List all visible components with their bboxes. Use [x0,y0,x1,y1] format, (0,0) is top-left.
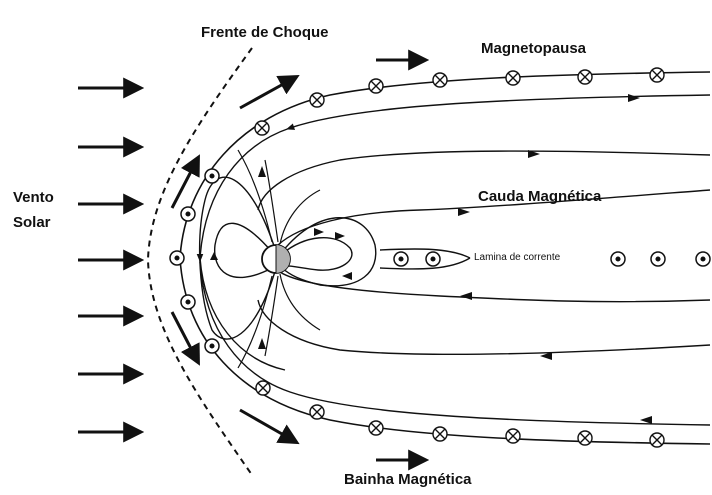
field-line-upper-1 [196,94,711,371]
current-cross-symbol [505,70,521,86]
current-sheet-upper [379,248,471,259]
current-sheet-label: Lamina de corrente [474,252,561,263]
magnetosheath-label: Bainha Magnética [344,471,472,488]
bow-shock-label: Frente de Choque [201,24,329,41]
current-cross-symbol [505,428,521,444]
dayside-loop-outer [199,176,277,340]
current-cross-symbol [368,78,384,94]
solar-wind-arrows [78,77,145,443]
current-dot-symbol [695,251,711,267]
earth-planet [261,244,291,274]
current-dot-symbol [169,250,185,266]
solar-wind-label-line2: Solar [13,214,51,231]
current-cross-symbol [309,404,325,420]
polar-field-lines [237,149,321,369]
nightside-loop-inner [281,237,353,271]
current-dot-symbol [180,206,196,222]
current-cross-symbol [577,430,593,446]
field-line-upper-2 [257,150,711,211]
current-cross-symbol [577,69,593,85]
current-cross-symbol [309,92,325,108]
current-dot-symbol [180,294,196,310]
current-cross-symbol [649,432,665,448]
current-cross-symbol [649,67,665,83]
current-cross-symbol [432,72,448,88]
nightside-loop-outer [281,217,377,287]
current-dot-symbol [204,338,220,354]
current-dot-symbol [650,251,666,267]
field-line-lower-2 [257,299,711,355]
current-dot-symbol [204,168,220,184]
current-dot-symbol [393,251,409,267]
current-out-of-page-symbols [169,168,711,354]
current-cross-symbol [368,420,384,436]
magnetosheath-arrows [170,49,430,471]
current-dot-symbol [425,251,441,267]
field-direction-arrows [210,94,652,424]
field-line-upper-3 [277,189,711,246]
solar-wind-label-line1: Vento [13,189,54,206]
current-sheet-lower [379,257,471,270]
magnetotail-label: Cauda Magnética [478,188,602,205]
magnetopause-label: Magnetopausa [481,40,587,57]
bow-shock-curve [146,47,253,476]
tail-field-lines [196,94,711,426]
field-line-lower-1 [199,261,711,426]
current-dot-symbol [610,251,626,267]
dayside-loop-inner [214,222,273,279]
current-cross-symbol [255,380,271,396]
current-cross-symbol [254,120,270,136]
current-into-page-symbols [254,67,665,448]
current-cross-symbol [432,426,448,442]
